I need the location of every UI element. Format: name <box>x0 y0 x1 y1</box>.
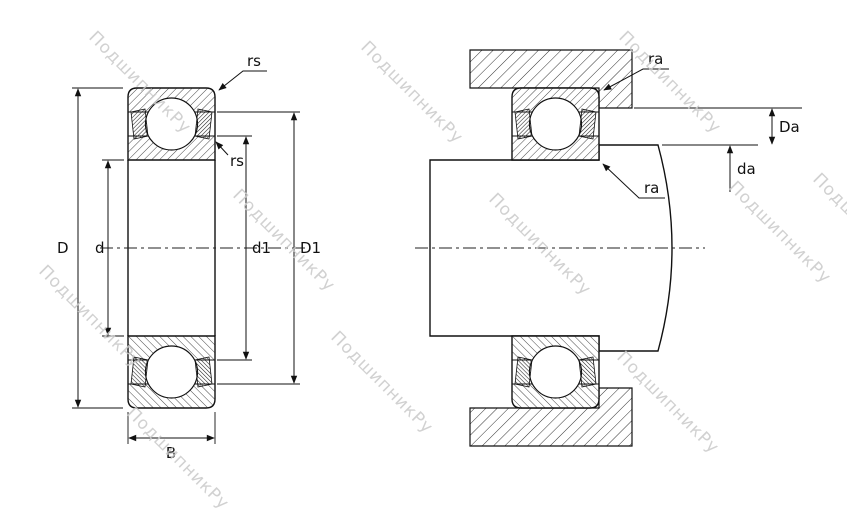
label-D1: D1 <box>300 239 321 257</box>
label-B: B <box>166 444 176 462</box>
watermark-text: ПодшипникРу <box>122 403 233 508</box>
label-ra-housing: ra <box>648 50 663 68</box>
label-d1: d1 <box>252 239 271 257</box>
label-rs-inner: rs <box>230 152 244 170</box>
watermark-text: ПодшипникРу <box>228 185 339 296</box>
leader-rs-outer <box>218 70 267 91</box>
mounted-view: Da da ra ra <box>415 49 802 447</box>
leader-rs-inner <box>215 141 229 156</box>
label-da: da <box>737 160 756 178</box>
leader-ra-shaft <box>602 163 665 199</box>
watermark-text: ПодшипникРу <box>326 327 437 438</box>
label-rs-outer: rs <box>247 52 261 70</box>
section-view: D d d1 D1 B rs rs <box>57 52 321 462</box>
mounted-bearing-bottom <box>512 336 599 408</box>
watermark-text: ПодшипникРу <box>356 37 467 148</box>
bearing-section-bottom <box>128 336 215 408</box>
label-ra-shaft: ra <box>644 179 659 197</box>
mounted-bearing-top <box>512 88 599 160</box>
label-d: d <box>95 239 105 257</box>
leader-ra-housing <box>603 68 669 91</box>
watermark-text: ПодшипникРу <box>724 177 835 288</box>
label-D: D <box>57 239 69 257</box>
label-Da: Da <box>779 118 800 136</box>
shaft <box>429 144 673 352</box>
